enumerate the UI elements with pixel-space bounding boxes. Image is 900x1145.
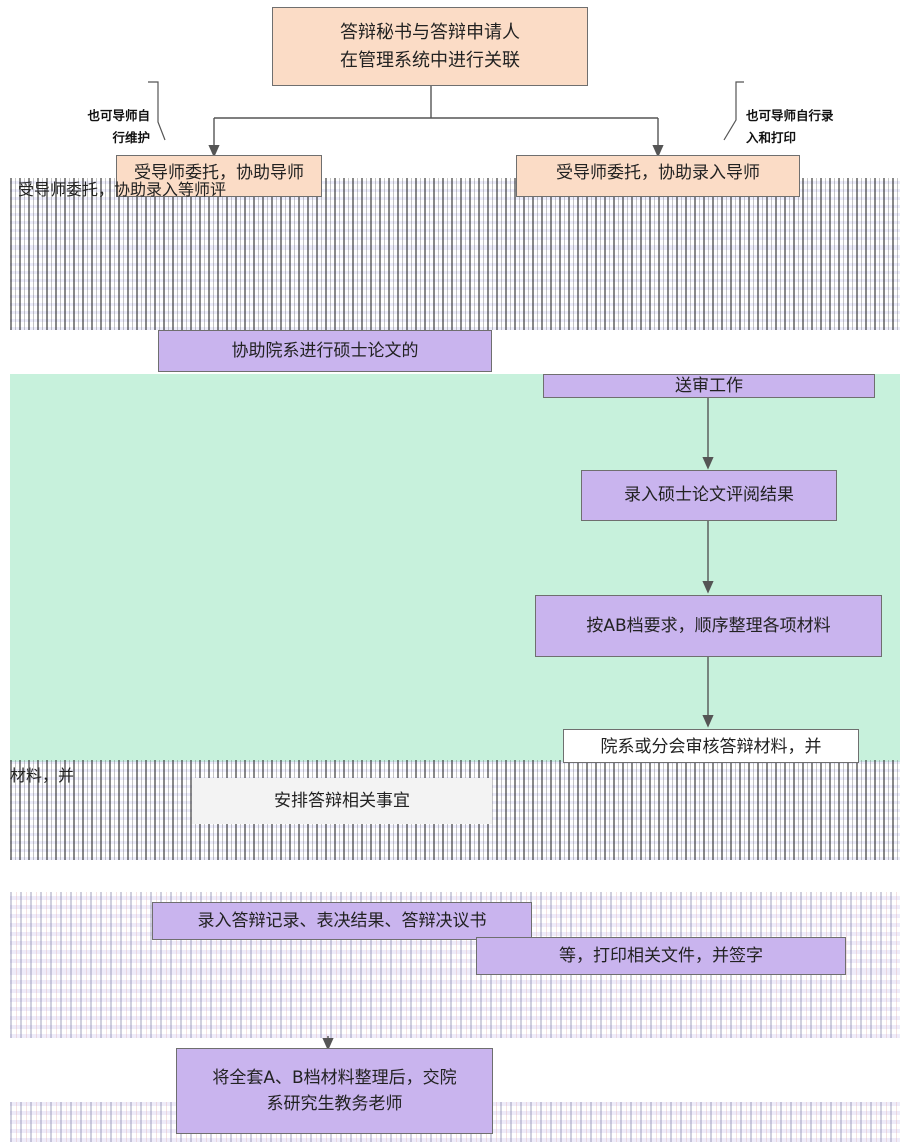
assist-review-box-continued: 送审工作 [543,374,875,398]
assist-review-box: 协助院系进行硕士论文的 [158,330,492,372]
left-edge-partial: 材料，并 [10,762,100,786]
glitch-band-2 [10,248,900,330]
glitch-band-5 [10,972,900,1038]
left-delegate-box: 受导师委托，协助导师 [116,155,322,197]
left-note: 也可导师自 行维护 [60,84,150,148]
right-note-text: 也可导师自行录 入和打印 [746,108,834,145]
right-note: 也可导师自行录 入和打印 [746,84,876,148]
right-delegate-label: 受导师委托，协助录入导师 [556,163,760,183]
record-review-box: 录入硕士论文评阅结果 [581,470,837,521]
record-defense-label: 录入答辩记录、表决结果、答辩决议书 [197,910,487,931]
record-defense-box: 录入答辩记录、表决结果、答辩决议书 [152,902,532,940]
assist-review-label-2: 送审工作 [675,375,743,396]
audit-materials-label: 院系或分会审核答辩材料，并 [600,737,822,757]
left-delegate-label: 受导师委托，协助导师 [134,163,304,183]
print-sign-label: 等，打印相关文件，并签字 [559,945,763,966]
left-note-text: 也可导师自 行维护 [87,108,150,145]
organize-ab-box: 按AB档要求，顺序整理各项材料 [535,595,882,657]
record-review-label: 录入硕士论文评阅结果 [624,485,794,506]
left-edge-partial-text: 材料，并 [10,766,75,785]
submit-final-box: 将全套A、B档材料整理后，交院 系研究生教务老师 [176,1048,493,1134]
right-delegate-box: 受导师委托，协助录入导师 [516,155,800,197]
left-delegate-partial-text: 受导师委托，协助录入等师评 [18,180,227,199]
arrange-defense-label: 安排答辩相关事宜 [274,790,410,811]
background-band [10,374,900,762]
submit-final-label: 将全套A、B档材料整理后，交院 系研究生教务老师 [212,1067,457,1114]
print-sign-box: 等，打印相关文件，并签字 [476,937,846,975]
start-node-label: 答辩秘书与答辩申请人 在管理系统中进行关联 [340,21,520,71]
start-node: 答辩秘书与答辩申请人 在管理系统中进行关联 [272,7,588,86]
left-delegate-partial: 受导师委托，协助录入等师评 [18,176,318,200]
arrange-defense-box: 安排答辩相关事宜 [192,778,492,824]
assist-review-label-1: 协助院系进行硕士论文的 [231,340,419,361]
audit-materials-box: 院系或分会审核答辩材料，并 [563,729,859,763]
organize-ab-label: 按AB档要求，顺序整理各项材料 [586,615,831,636]
